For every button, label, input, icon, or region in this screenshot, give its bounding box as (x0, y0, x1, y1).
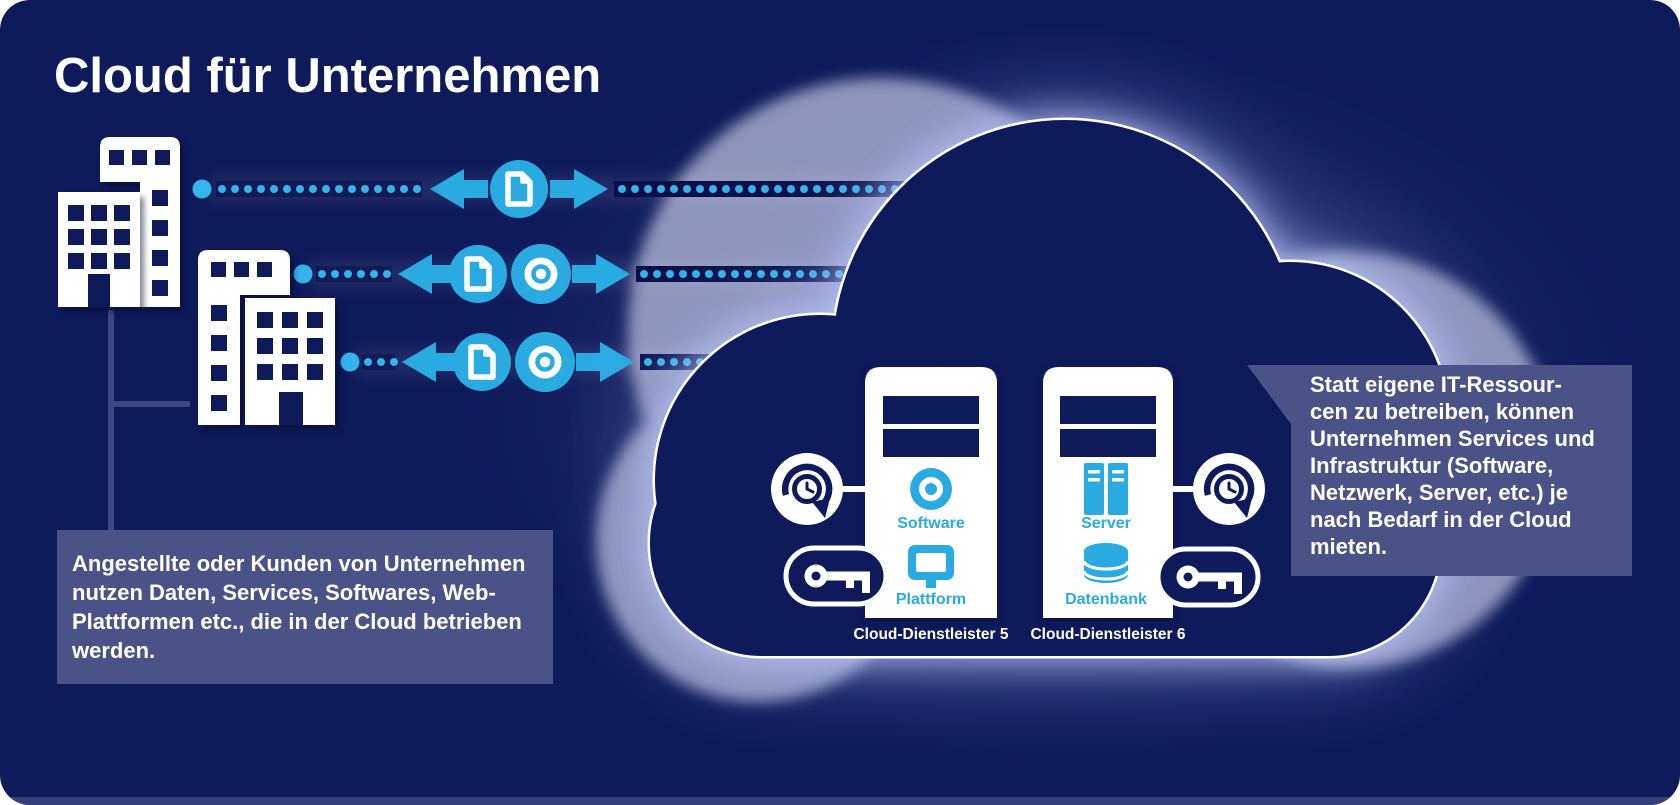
dotted-track (316, 266, 392, 282)
tower-slot (883, 429, 979, 457)
arrow-right-icon (576, 342, 634, 382)
bottom-edge-strip (0, 797, 1680, 805)
arrow-left-icon (398, 254, 456, 294)
buildings-note-connector-line (108, 310, 190, 532)
page-title: Cloud für Unternehmen (54, 49, 601, 103)
dotted-track (216, 181, 422, 197)
service-label: Server (1081, 515, 1131, 532)
cloud-note-line: cen zu betreiben, können (1310, 399, 1574, 424)
clock-restore-icon (771, 453, 843, 525)
cloud-note-line: nach Bedarf in der Cloud (1310, 507, 1572, 532)
buildings-note-line: Angestellte oder Kunden von Unternehmen (72, 551, 526, 576)
database-icon (1082, 543, 1130, 583)
tower-slot (1060, 429, 1156, 457)
provider-caption: Cloud-Dienstleister 5 (853, 626, 1008, 643)
buildings-note-line: nutzen Daten, Services, Softwares, Web- (72, 580, 496, 605)
provider-tower-1: Software Plattform (865, 367, 997, 618)
buildings-note-line: Plattformen etc., die in der Cloud betri… (72, 609, 522, 634)
note-panel (1247, 365, 1632, 576)
monitor-icon (908, 545, 954, 588)
tower-slot (883, 396, 979, 424)
buildings-note-line: werden. (71, 638, 155, 663)
provider-tower-2: Server Datenbank (1043, 367, 1173, 618)
arrow-left-icon (430, 169, 488, 209)
building-cluster-1 (58, 137, 180, 307)
server-rack-icon (1084, 463, 1128, 515)
arrow-right-icon (572, 254, 630, 294)
cloud-note-box: Statt eigene IT-Ressour- cen zu betreibe… (1247, 365, 1632, 576)
connection-start-dot (293, 264, 313, 284)
clock-restore-icon (1193, 453, 1265, 525)
connection-start-dot (192, 179, 212, 199)
document-icon (490, 160, 548, 218)
connection-start-dot (340, 352, 360, 372)
disc-icon (511, 244, 571, 304)
building-icon (198, 250, 290, 425)
cloud-note-line: Statt eigene IT-Ressour- (1310, 372, 1562, 397)
tower-slot (1060, 396, 1156, 424)
disc-icon (910, 468, 952, 510)
note-panel (57, 530, 553, 684)
disc-icon (515, 332, 575, 392)
service-label: Plattform (896, 591, 966, 608)
key-icon (783, 545, 889, 607)
cloud-note-line: Infrastruktur (Software, (1310, 453, 1553, 478)
arrow-right-icon (550, 169, 608, 209)
document-icon (453, 333, 511, 391)
building-windows (211, 262, 272, 411)
cloud-note-line: Unternehmen Services und (1310, 426, 1595, 451)
service-label: Software (897, 515, 965, 532)
document-icon (449, 245, 507, 303)
key-icon (1155, 546, 1261, 608)
building-windows (109, 150, 170, 296)
building-windows (257, 312, 323, 425)
building-cluster-2 (198, 250, 335, 425)
building-windows (68, 205, 130, 307)
cloud-note-line: mieten. (1310, 534, 1387, 559)
arrow-left-icon (402, 342, 460, 382)
service-label: Datenbank (1065, 591, 1147, 608)
cloud-note-line: Netzwerk, Server, etc.) je (1310, 480, 1568, 505)
provider-caption: Cloud-Dienstleister 6 (1030, 626, 1185, 643)
buildings-note-box: Angestellte oder Kunden von Unternehmen … (57, 530, 553, 684)
